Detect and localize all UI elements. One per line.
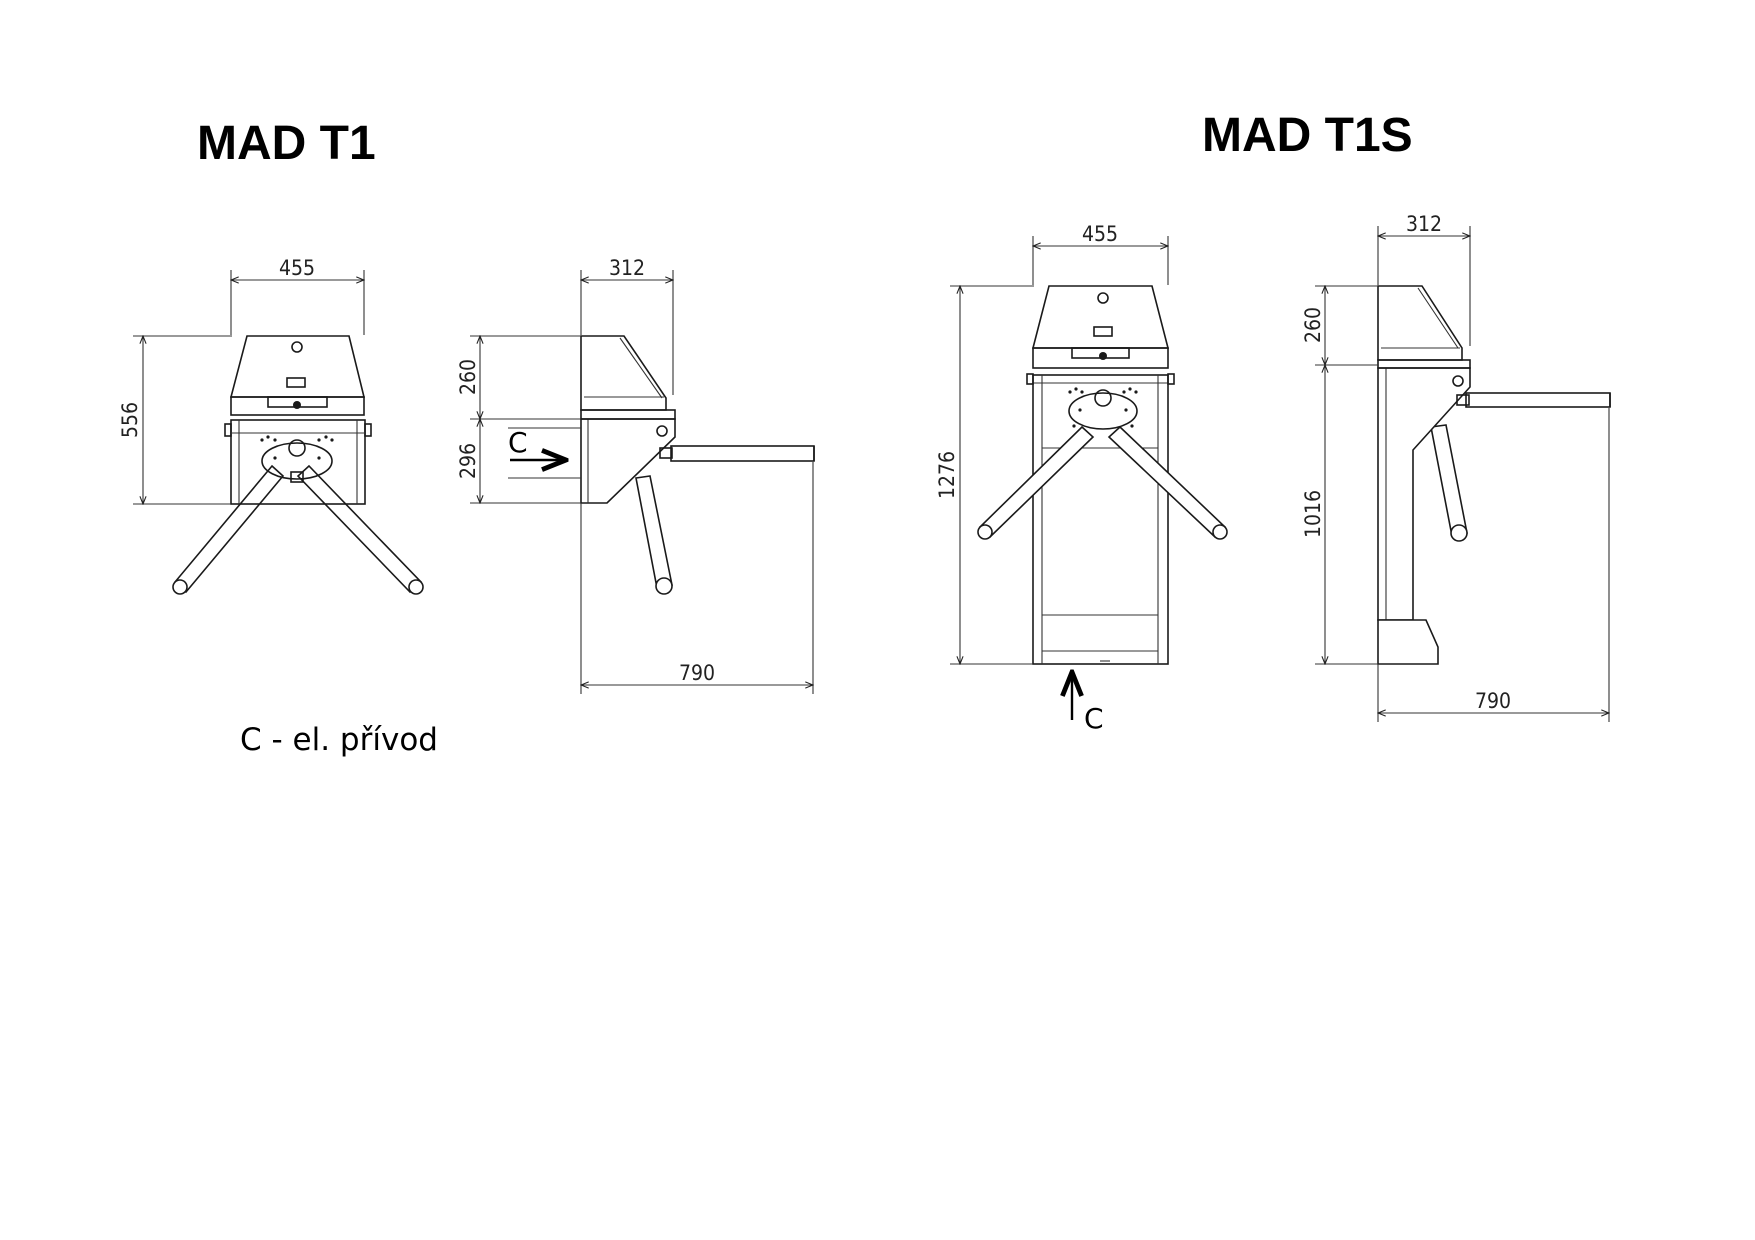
t1s-side-length-label: 790 — [1475, 689, 1511, 713]
t1s-side-upper-label: 260 — [1301, 307, 1325, 343]
t1s-front-width-label: 455 — [1082, 222, 1118, 246]
t1s-side-view: 312 260 1016 790 — [1301, 212, 1611, 722]
t1-front-width-label: 455 — [279, 256, 315, 280]
t1s-front-height-label: 1276 — [935, 451, 959, 499]
title-mad-t1s: MAD T1S — [1202, 109, 1413, 162]
t1s-side-lower-label: 1016 — [1301, 490, 1325, 538]
t1s-front-view: C 455 1276 — [935, 222, 1228, 735]
t1-front-height-label: 556 — [118, 402, 142, 438]
t1-side-lower-label: 296 — [456, 443, 480, 479]
title-mad-t1: MAD T1 — [197, 117, 376, 170]
t1s-inlet-label: C — [1084, 702, 1104, 735]
t1-side-upper-label: 260 — [456, 359, 480, 395]
legend-c: C - el. přívod — [240, 722, 438, 758]
t1-side-depth-label: 312 — [609, 256, 645, 280]
t1s-side-depth-label: 312 — [1406, 212, 1442, 236]
t1-inlet-label: C — [508, 426, 528, 459]
t1-side-length-label: 790 — [679, 661, 715, 685]
t1-front-view: 455 556 — [118, 256, 424, 595]
t1-side-view: C 312 260 296 790 — [456, 256, 815, 694]
